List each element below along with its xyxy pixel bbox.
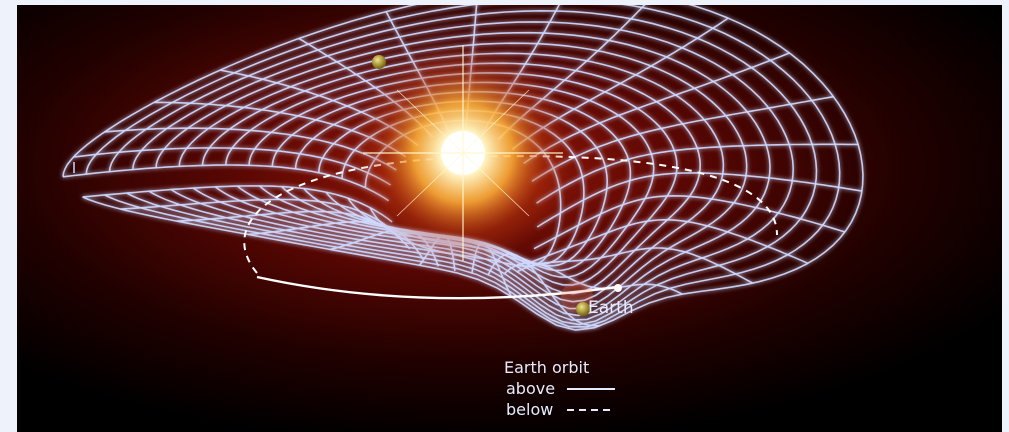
image-frame: Earth Earth orbit above below <box>17 5 1002 432</box>
orbit-marker <box>614 284 622 292</box>
spacetime-illustration: Earth Earth orbit above below <box>17 5 1002 432</box>
mesh-line <box>85 5 841 328</box>
distant-planet <box>372 55 386 69</box>
sun-rays <box>363 45 563 261</box>
orbit-above-line <box>256 275 618 300</box>
orbit-legend: Earth orbit above below <box>504 358 615 419</box>
legend-below-label: below <box>506 400 553 419</box>
mesh-line <box>132 21 795 321</box>
earth-label: Earth <box>588 298 634 318</box>
legend-title: Earth orbit <box>504 358 589 377</box>
earth-planet <box>576 302 590 316</box>
mesh-line <box>62 5 864 331</box>
legend-above-label: above <box>506 379 555 398</box>
mesh-line <box>178 42 748 310</box>
mesh-line <box>155 31 771 317</box>
mesh-line <box>108 9 818 326</box>
